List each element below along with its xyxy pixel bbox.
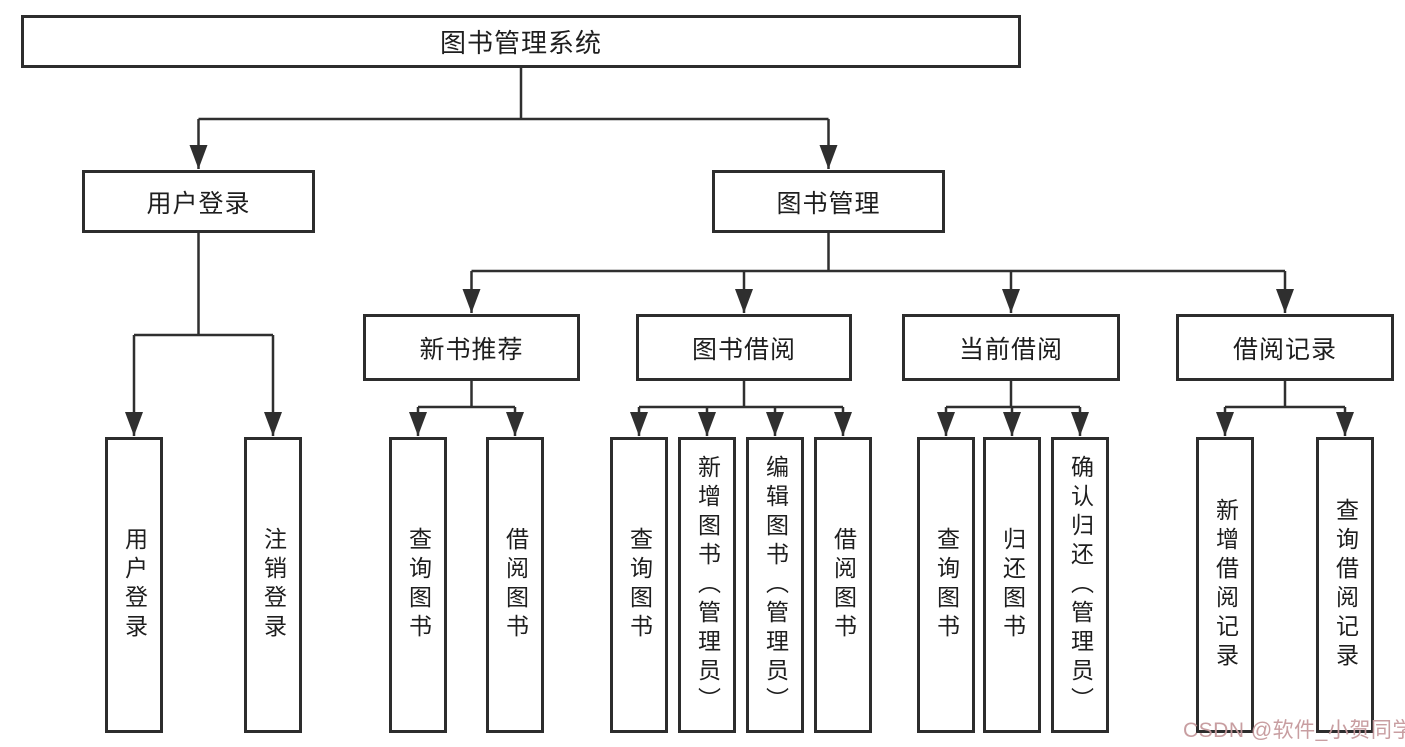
node-label: 借阅图书 <box>502 527 529 643</box>
node-label: 查询图书 <box>626 527 653 643</box>
node-label: 归还图书 <box>999 527 1026 643</box>
node-label: 确认归还（管理员） <box>1067 454 1094 716</box>
node-label: 用户登录 <box>146 189 251 218</box>
node-label: 图书管理 <box>776 189 881 218</box>
node-label: 当前借阅 <box>958 335 1063 364</box>
node-borrow-books-1: 借阅图书 <box>486 437 544 733</box>
node-book-borrowing: 图书借阅 <box>636 314 852 381</box>
node-add-books-admin: 新增图书（管理员） <box>678 437 736 733</box>
node-query-books-1: 查询图书 <box>389 437 447 733</box>
node-label: 新增图书（管理员） <box>694 454 721 716</box>
node-label: 注销登录 <box>260 527 287 643</box>
node-user-login: 用户登录 <box>82 170 315 233</box>
node-borrow-books-2: 借阅图书 <box>814 437 872 733</box>
csdn-watermark: CSDN @软件_小贺同学 <box>1183 719 1405 742</box>
node-query-books-3: 查询图书 <box>917 437 975 733</box>
node-leaf-logout: 注销登录 <box>244 437 302 733</box>
node-label: 新增借阅记录 <box>1212 498 1239 672</box>
node-query-books-2: 查询图书 <box>610 437 668 733</box>
node-add-borrowing-record: 新增借阅记录 <box>1196 437 1254 733</box>
node-leaf-user-login: 用户登录 <box>105 437 163 733</box>
node-edit-books-admin: 编辑图书（管理员） <box>746 437 804 733</box>
node-label: 图书管理系统 <box>439 28 602 58</box>
node-label: 查询图书 <box>405 527 432 643</box>
node-new-book-recommendation: 新书推荐 <box>363 314 580 381</box>
node-borrowing-records: 借阅记录 <box>1176 314 1394 381</box>
node-label: 查询图书 <box>933 527 960 643</box>
node-label: 新书推荐 <box>419 335 524 364</box>
node-return-books: 归还图书 <box>983 437 1041 733</box>
node-confirm-return-admin: 确认归还（管理员） <box>1051 437 1109 733</box>
node-label: 查询借阅记录 <box>1332 498 1359 672</box>
node-library-management-system: 图书管理系统 <box>21 15 1021 68</box>
node-label: 编辑图书（管理员） <box>762 454 789 716</box>
node-label: 借阅图书 <box>830 527 857 643</box>
node-book-management: 图书管理 <box>712 170 945 233</box>
node-label: 用户登录 <box>121 527 148 643</box>
node-current-borrowing: 当前借阅 <box>902 314 1120 381</box>
node-label: 借阅记录 <box>1232 335 1337 364</box>
node-label: 图书借阅 <box>691 335 796 364</box>
node-query-borrowing-record: 查询借阅记录 <box>1316 437 1374 733</box>
